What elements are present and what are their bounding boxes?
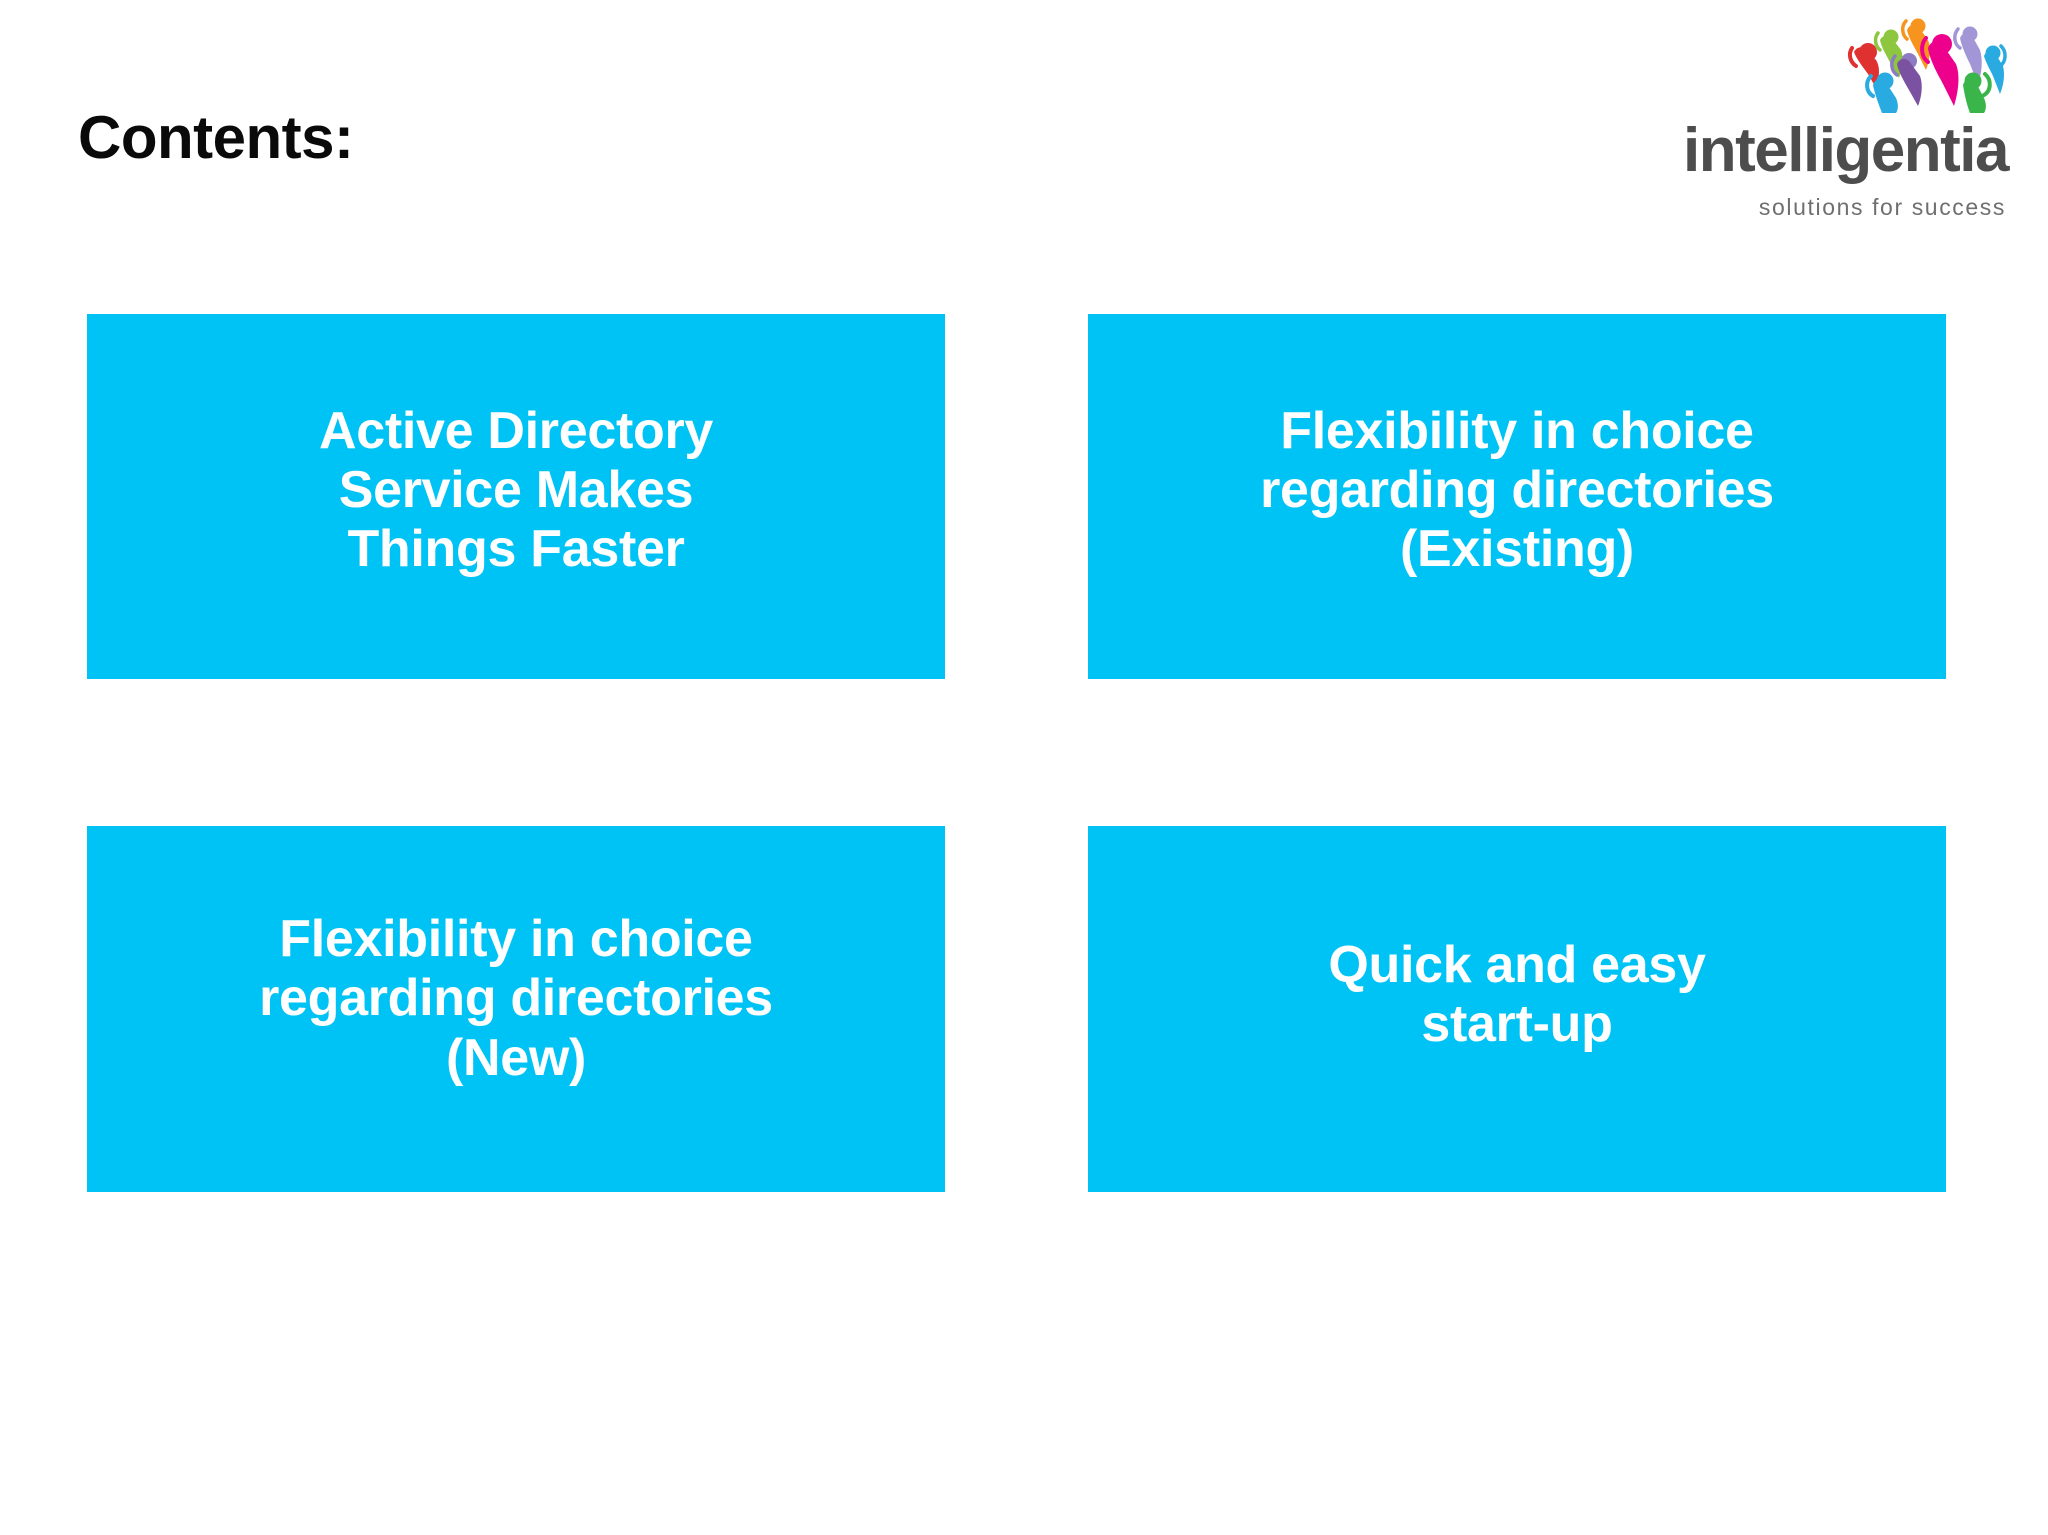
logo-tagline: solutions for success — [1758, 194, 2006, 220]
content-box-flexibility-new[interactable]: Flexibility in choice regarding director… — [87, 826, 945, 1192]
content-box-label: Flexibility in choice regarding director… — [259, 910, 773, 1087]
content-box-label: Active Directory Service Makes Things Fa… — [318, 401, 714, 579]
content-box-active-directory[interactable]: Active Directory Service Makes Things Fa… — [87, 314, 945, 679]
page-title: Contents: — [78, 104, 354, 171]
content-box-quick-start-up[interactable]: Quick and easy start-up — [1088, 826, 1946, 1192]
logo-wordmark: intelligentia — [1683, 116, 2009, 185]
content-box-label: Quick and easy start-up — [1328, 935, 1706, 1053]
content-box-flexibility-existing[interactable]: Flexibility in choice regarding director… — [1088, 314, 1946, 679]
company-logo: intelligentia solutions for success — [1556, 8, 2026, 219]
content-box-label: Flexibility in choice regarding director… — [1260, 401, 1774, 579]
people-celebrating-icon — [1846, 8, 2016, 113]
